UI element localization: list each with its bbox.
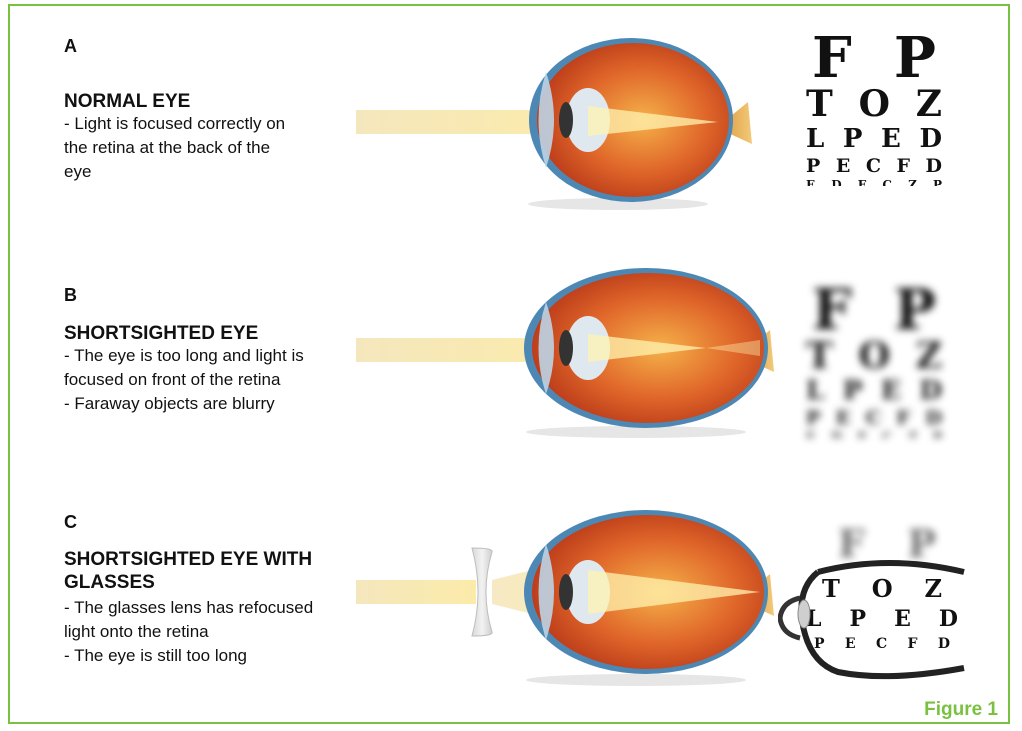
panel-a-line-1: - Light is focused correctly on: [64, 112, 364, 136]
chart-b-r4-letter: C: [866, 406, 881, 430]
chart-a-r4-letter: D: [925, 154, 941, 178]
chart-a-r4-letter: F: [896, 154, 910, 178]
chart-b-r4-letter: P: [806, 406, 820, 430]
chart-b-r5-letter: F: [858, 430, 867, 438]
chart-a-r4-letter: E: [836, 154, 850, 178]
panel-b-line-1: - The eye is too long and light is: [64, 344, 364, 368]
eye-illustration-c: [356, 500, 776, 690]
chart-a-r2-letter: O: [859, 84, 890, 124]
chart-b-r1-letter: P: [894, 284, 936, 336]
chart-a-r1-letter: P: [894, 32, 936, 84]
panel-c-heading: SHORTSIGHTED EYE WITH GLASSES: [64, 548, 364, 594]
panel-b-line-2: focused on front of the retina: [64, 368, 364, 392]
chart-a-r5-letter: C: [882, 178, 892, 186]
chart-b-r3-letter: D: [919, 376, 942, 406]
panel-c-line-2: light onto the retina: [64, 620, 364, 644]
panel-c-letter: C: [64, 512, 77, 533]
chart-b-r4-letter: F: [896, 406, 910, 430]
figure-caption: Figure 1: [924, 699, 998, 721]
chart-a-r5-letter: D: [831, 178, 841, 186]
chart-b-r3-letter: E: [881, 376, 901, 406]
panel-c-description: - The glasses lens has refocused light o…: [64, 596, 364, 668]
eye-chart-through-glasses: F P T O Z L P E D P E C F D: [778, 522, 966, 682]
chart-a-r1-letter: F: [812, 32, 852, 84]
chart-a-r2-letter: Z: [916, 84, 942, 124]
chart-b-r3-letter: P: [843, 376, 863, 406]
chart-b-r5-letter: C: [882, 430, 892, 438]
chart-b-r5-letter: D: [831, 430, 841, 438]
chart-a-r3-letter: D: [919, 124, 942, 154]
chart-a-r3-letter: E: [881, 124, 901, 154]
chart-a-r3-letter: P: [843, 124, 863, 154]
panel-b-line-3: - Faraway objects are blurry: [64, 392, 364, 416]
panel-c-line-3: - The eye is still too long: [64, 644, 364, 668]
chart-b-r2-letter: O: [859, 336, 890, 376]
chart-a-r3-letter: L: [806, 124, 824, 154]
chart-a-r4-letter: C: [866, 154, 881, 178]
chart-b-r5-letter: Z: [908, 430, 917, 438]
chart-b-r2-letter: T: [806, 336, 833, 376]
chart-b-r5-letter: P: [933, 430, 942, 438]
panel-c-line-1: - The glasses lens has refocused: [64, 596, 364, 620]
panel-b-description: - The eye is too long and light is focus…: [64, 344, 364, 416]
chart-b-r2-letter: Z: [916, 336, 942, 376]
chart-b-r4-letter: E: [836, 406, 850, 430]
panel-a-line-2: the retina at the back of the: [64, 136, 364, 160]
panel-a-letter: A: [64, 36, 77, 57]
chart-a-r5-letter: F: [858, 178, 867, 186]
chart-b-r1-letter: F: [812, 284, 852, 336]
eye-chart-sharp: F P T O Z L P E D P E C F D E D F C Z P: [806, 32, 942, 186]
panel-a-line-3: eye: [64, 160, 364, 184]
eye-illustration-b: [356, 262, 776, 442]
eye-chart-blurry: F P T O Z L P E D P E C F D E D F C Z P: [806, 284, 942, 438]
chart-a-r5-letter: E: [806, 178, 815, 186]
panel-b-heading: SHORTSIGHTED EYE: [64, 322, 364, 345]
eye-illustration-a: [356, 32, 756, 212]
chart-b-r5-letter: E: [806, 430, 815, 438]
glasses-icon: [778, 558, 966, 682]
panel-b-letter: B: [64, 285, 77, 306]
panel-a-description: - Light is focused correctly on the reti…: [64, 112, 364, 184]
chart-a-r5-letter: P: [933, 178, 942, 186]
chart-a-r2-letter: T: [806, 84, 833, 124]
chart-b-r3-letter: L: [806, 376, 824, 406]
chart-a-r5-letter: Z: [908, 178, 917, 186]
chart-b-r4-letter: D: [925, 406, 941, 430]
panel-a-heading: NORMAL EYE: [64, 90, 364, 113]
chart-a-r4-letter: P: [806, 154, 820, 178]
